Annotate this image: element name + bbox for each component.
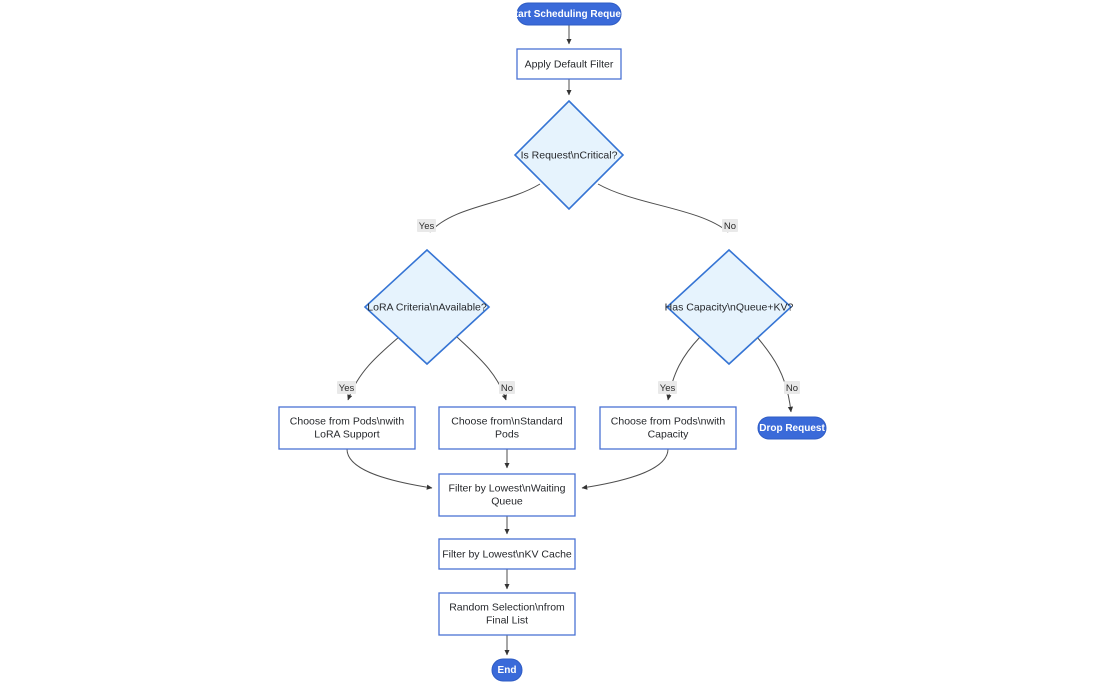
edge-label-text: No [724,221,736,232]
edge-label-has-capacity-yes: Yes [658,381,677,394]
random-selection-final-list-label-line1: Random Selection\nfrom [449,601,565,613]
edge-choose-capacity-to-filter-queue [581,448,669,490]
edge-label-layer: Yes No Yes No Yes No [337,219,800,394]
apply-default-filter-label: Apply Default Filter [525,58,614,70]
choose-from-standard-pods-shape[interactable] [438,406,576,450]
apply-default-filter-shape[interactable] [516,48,622,80]
edge-label-text: Yes [339,383,355,394]
edge-is-critical-no-to-has-capacity [597,183,729,233]
edge-is-critical-yes-to-lora-criteria [429,183,541,233]
random-selection-final-list-shape[interactable] [438,592,576,636]
node-start[interactable]: Start Scheduling Request [508,2,631,26]
drop-request-label: Drop Request [759,423,825,434]
node-choose-from-pods-lora[interactable]: Choose from Pods\nwith LoRA Support [278,406,416,450]
node-filter-lowest-kv-cache[interactable]: Filter by Lowest\nKV Cache [438,538,576,570]
choose-from-pods-capacity-shape[interactable] [599,406,737,450]
has-capacity-label: Has Capacity\nQueue+KV? [665,301,794,313]
node-random-selection-final-list[interactable]: Random Selection\nfrom Final List [438,592,576,636]
edge-has-capacity-no-to-drop-request [756,336,794,413]
end-node-shape[interactable] [491,658,523,682]
choose-from-standard-pods-label-line1: Choose from\nStandard [451,415,563,427]
filter-lowest-waiting-queue-shape[interactable] [438,473,576,517]
node-layer: Start Scheduling Request Apply Default F… [278,2,827,682]
node-drop-request[interactable]: Drop Request [757,416,827,440]
edge-label-lora-criteria-yes: Yes [337,381,356,394]
edge-label-is-critical-yes: Yes [417,219,436,232]
edge-layer [346,25,794,656]
lora-criteria-available-shape[interactable] [363,248,491,366]
edge-choose-lora-to-filter-queue [346,448,433,490]
choose-from-pods-lora-label-line2: LoRA Support [314,428,379,440]
choose-from-pods-lora-shape[interactable] [278,406,416,450]
filter-lowest-kv-cache-label: Filter by Lowest\nKV Cache [442,548,572,560]
node-is-request-critical[interactable]: Is Request\nCritical? [513,99,625,211]
choose-from-standard-pods-label-line2: Pods [495,428,519,440]
node-end[interactable]: End [491,658,523,682]
lora-criteria-available-label: LoRA Criteria\nAvailable? [367,301,487,313]
edge-label-text: No [786,383,798,394]
is-request-critical-shape[interactable] [513,99,625,211]
edge-label-is-critical-no: No [722,219,738,232]
node-has-capacity[interactable]: Has Capacity\nQueue+KV? [665,248,794,366]
start-node-shape[interactable] [516,2,622,26]
filter-lowest-waiting-queue-label-line2: Queue [491,495,523,507]
node-apply-default-filter[interactable]: Apply Default Filter [516,48,622,80]
edge-lora-criteria-no-to-choose-standard [456,336,507,401]
drop-request-shape[interactable] [757,416,827,440]
has-capacity-shape[interactable] [665,248,793,366]
edge-label-text: Yes [660,383,676,394]
node-choose-from-standard-pods[interactable]: Choose from\nStandard Pods [438,406,576,450]
node-lora-criteria-available[interactable]: LoRA Criteria\nAvailable? [363,248,491,366]
start-node-label: Start Scheduling Request [508,9,630,20]
edge-label-lora-criteria-no: No [499,381,515,394]
random-selection-final-list-label-line2: Final List [486,614,528,626]
edge-label-text: Yes [419,221,435,232]
choose-from-pods-lora-label-line1: Choose from Pods\nwith [290,415,405,427]
node-filter-lowest-waiting-queue[interactable]: Filter by Lowest\nWaiting Queue [438,473,576,517]
is-request-critical-label: Is Request\nCritical? [521,149,618,161]
filter-lowest-kv-cache-shape[interactable] [438,538,576,570]
filter-lowest-waiting-queue-label-line1: Filter by Lowest\nWaiting [449,482,566,494]
choose-from-pods-capacity-label-line2: Capacity [648,428,690,440]
edge-label-has-capacity-no: No [784,381,800,394]
choose-from-pods-capacity-label-line1: Choose from Pods\nwith [611,415,726,427]
node-choose-from-pods-capacity[interactable]: Choose from Pods\nwith Capacity [599,406,737,450]
end-node-label: End [498,665,517,676]
edge-label-text: No [501,383,513,394]
